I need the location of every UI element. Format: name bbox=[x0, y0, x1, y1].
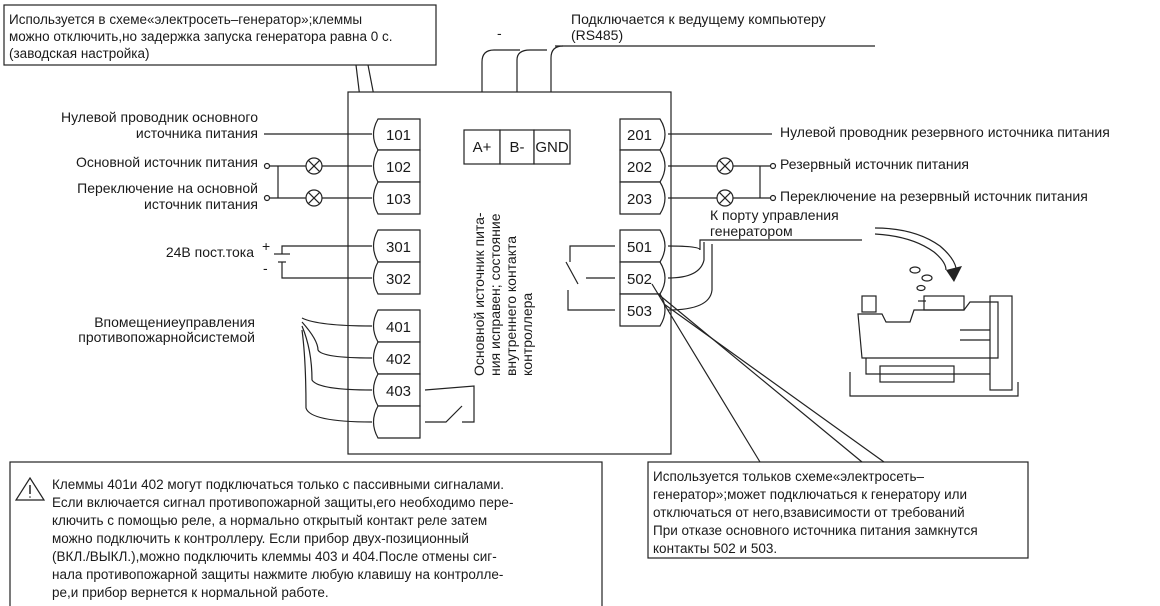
factory-setting-note-line-1: Используется в схеме«электросеть–генерат… bbox=[9, 12, 362, 27]
right-terminal-block: 201 202 203 501 502 503 bbox=[619, 118, 666, 327]
warning-note-box bbox=[9, 461, 603, 606]
gen-port-wire-502 bbox=[667, 242, 705, 279]
terminal-b-minus bbox=[499, 129, 535, 165]
gen-port-wire-503 bbox=[667, 244, 713, 311]
terminal-103 bbox=[372, 181, 421, 215]
terminal-302 bbox=[372, 261, 421, 295]
terminal-503-label: 503 bbox=[627, 303, 652, 320]
terminal-201-label: 201 bbox=[627, 127, 652, 144]
left-terminal-block: 101 102 103 301 302 401 402 403 bbox=[372, 118, 421, 439]
terminal-203 bbox=[619, 181, 666, 215]
gen-port-label-line-2: генератором bbox=[710, 223, 793, 239]
switch-main-lamp-icon bbox=[305, 189, 323, 207]
dc24-minus-sign: - bbox=[263, 260, 268, 276]
warning-note-line-2: Если включается сигнал противопожарной з… bbox=[52, 495, 513, 510]
fire-control-label-line-2: противопожарнойсистемой bbox=[78, 329, 255, 345]
switch-main-label-line-1: Переключение на основной bbox=[77, 180, 258, 196]
fire-wire-401 bbox=[301, 317, 373, 327]
terminal-501-label: 501 bbox=[627, 239, 652, 256]
terminal-103-label: 103 bbox=[386, 191, 411, 208]
warning-note-line-5: (ВКЛ./ВЫКЛ.),можно подключить клеммы 403… bbox=[52, 549, 497, 564]
terminal-302-label: 302 bbox=[386, 271, 411, 288]
gen-port-label-line-1: К порту управления bbox=[710, 207, 839, 223]
internal-contact-note-line-2: ния исправен; состояние bbox=[487, 213, 503, 376]
terminal-a-plus-label: A+ bbox=[473, 139, 492, 156]
main-neutral-label-line-2: источника питания bbox=[136, 125, 258, 141]
gen-port-wire-501 bbox=[667, 239, 862, 251]
switch-main-label-line-2: источник питания bbox=[144, 196, 258, 212]
terminal-203-label: 203 bbox=[627, 191, 652, 208]
reserve-neutral-label: Нулевой проводник резервного источника п… bbox=[780, 124, 1110, 140]
warning-note-line-6: нала противопожарной защиты нажмите любу… bbox=[52, 567, 503, 582]
fire-wire-403 bbox=[301, 325, 373, 391]
fire-wire-402 bbox=[301, 321, 373, 359]
rs485-wire-a bbox=[481, 49, 520, 130]
main-neutral-label-line-1: Нулевой проводник основного bbox=[61, 109, 258, 125]
reserve-power-label: Резервный источник питания bbox=[780, 156, 969, 172]
internal-contact-switch bbox=[565, 261, 579, 285]
battery-icon bbox=[274, 253, 290, 263]
fire-switch-contact bbox=[424, 385, 475, 423]
reserve-power-terminal-dot bbox=[769, 162, 777, 170]
terminal-401-label: 401 bbox=[386, 319, 411, 336]
generator-note-box bbox=[647, 461, 1029, 559]
warning-note-line-4: можно подключить к контроллеру. Если при… bbox=[52, 531, 469, 546]
dc24-plus-sign: + bbox=[262, 238, 270, 254]
terminal-301-label: 301 bbox=[386, 239, 411, 256]
internal-contact-note-line-4: контроллера bbox=[519, 293, 535, 376]
rs485-wire-gnd bbox=[550, 45, 564, 130]
dc24-plus-wire bbox=[281, 245, 372, 254]
terminal-202-label: 202 bbox=[627, 159, 652, 176]
dc24-minus-wire bbox=[281, 262, 372, 279]
switch-reserve-label: Переключение на резервный источник питан… bbox=[780, 188, 1088, 204]
terminal-503 bbox=[619, 293, 666, 327]
main-power-label: Основной источник питания bbox=[76, 154, 258, 170]
fire-wire-404 bbox=[301, 329, 373, 423]
terminal-502-label: 502 bbox=[627, 271, 652, 288]
rs485-label-line-1: Подключается к ведущему компьютеру bbox=[571, 11, 826, 27]
internal-contact-503-wire bbox=[567, 277, 615, 311]
generator-note-line-5: контакты 502 и 503. bbox=[653, 541, 777, 556]
rs485-terminal-block: A+ B- GND bbox=[463, 129, 571, 165]
terminal-101-label: 101 bbox=[386, 127, 411, 144]
warning-note-line-7: ре,и прибор вернется к нормальной работе… bbox=[52, 585, 329, 600]
bottom-note-leader bbox=[657, 293, 863, 463]
generator-note-line-4: При отказе основного источника питания з… bbox=[653, 523, 978, 538]
terminal-404 bbox=[372, 405, 421, 439]
warning-note-line-3: ключить с помощью реле, а нормально откр… bbox=[52, 513, 487, 528]
terminal-402-label: 402 bbox=[386, 351, 411, 368]
rs485-label-line-2: (RS485) bbox=[571, 27, 623, 43]
terminal-403-label: 403 bbox=[386, 383, 411, 400]
generator-note-line-3: отключаться от него,взависимости от треб… bbox=[653, 505, 965, 520]
main-power-terminal-dot bbox=[263, 162, 271, 170]
fire-control-label-line-1: Впомещениеуправления bbox=[94, 314, 255, 330]
switch-main-terminal-dot bbox=[263, 194, 271, 202]
switch-reserve-lamp-icon bbox=[716, 189, 734, 207]
internal-contact-501-wire bbox=[569, 245, 615, 262]
rs485-wire-b bbox=[516, 49, 547, 130]
factory-setting-note-line-3: (заводская настройка) bbox=[9, 46, 149, 61]
terminal-b-minus-label: B- bbox=[510, 139, 525, 156]
bottom-note-leader bbox=[651, 283, 761, 463]
terminal-102-label: 102 bbox=[386, 159, 411, 176]
reserve-power-lamp-icon bbox=[716, 157, 734, 175]
generator-note-line-2: генератор»;может подключаться к генерато… bbox=[653, 487, 967, 502]
dash-mark: - bbox=[497, 25, 502, 41]
factory-setting-note-box bbox=[3, 4, 437, 66]
internal-contact-note-line-1: Основной источник пита- bbox=[471, 212, 487, 376]
factory-setting-note-line-2: можно отключить,но задержка запуска гене… bbox=[9, 29, 392, 44]
warning-icon bbox=[14, 476, 46, 501]
warning-note-line-1: Клеммы 401и 402 могут подключаться тольк… bbox=[52, 477, 504, 492]
dc24-label: 24В пост.тока bbox=[166, 244, 254, 260]
generator-note-line-1: Используется тольков схеме«электросеть– bbox=[653, 469, 924, 484]
generator-icon bbox=[849, 227, 1019, 397]
bottom-note-leader bbox=[663, 303, 885, 463]
terminal-gnd bbox=[533, 129, 571, 165]
internal-contact-note-line-3: внутреннего контакта bbox=[503, 236, 519, 376]
main-power-lamp-icon bbox=[305, 157, 323, 175]
internal-contact-note: Основной источник пита- ния исправен; со… bbox=[471, 209, 535, 376]
switch-reserve-terminal-dot bbox=[769, 194, 777, 202]
terminal-gnd-label: GND bbox=[535, 139, 569, 156]
